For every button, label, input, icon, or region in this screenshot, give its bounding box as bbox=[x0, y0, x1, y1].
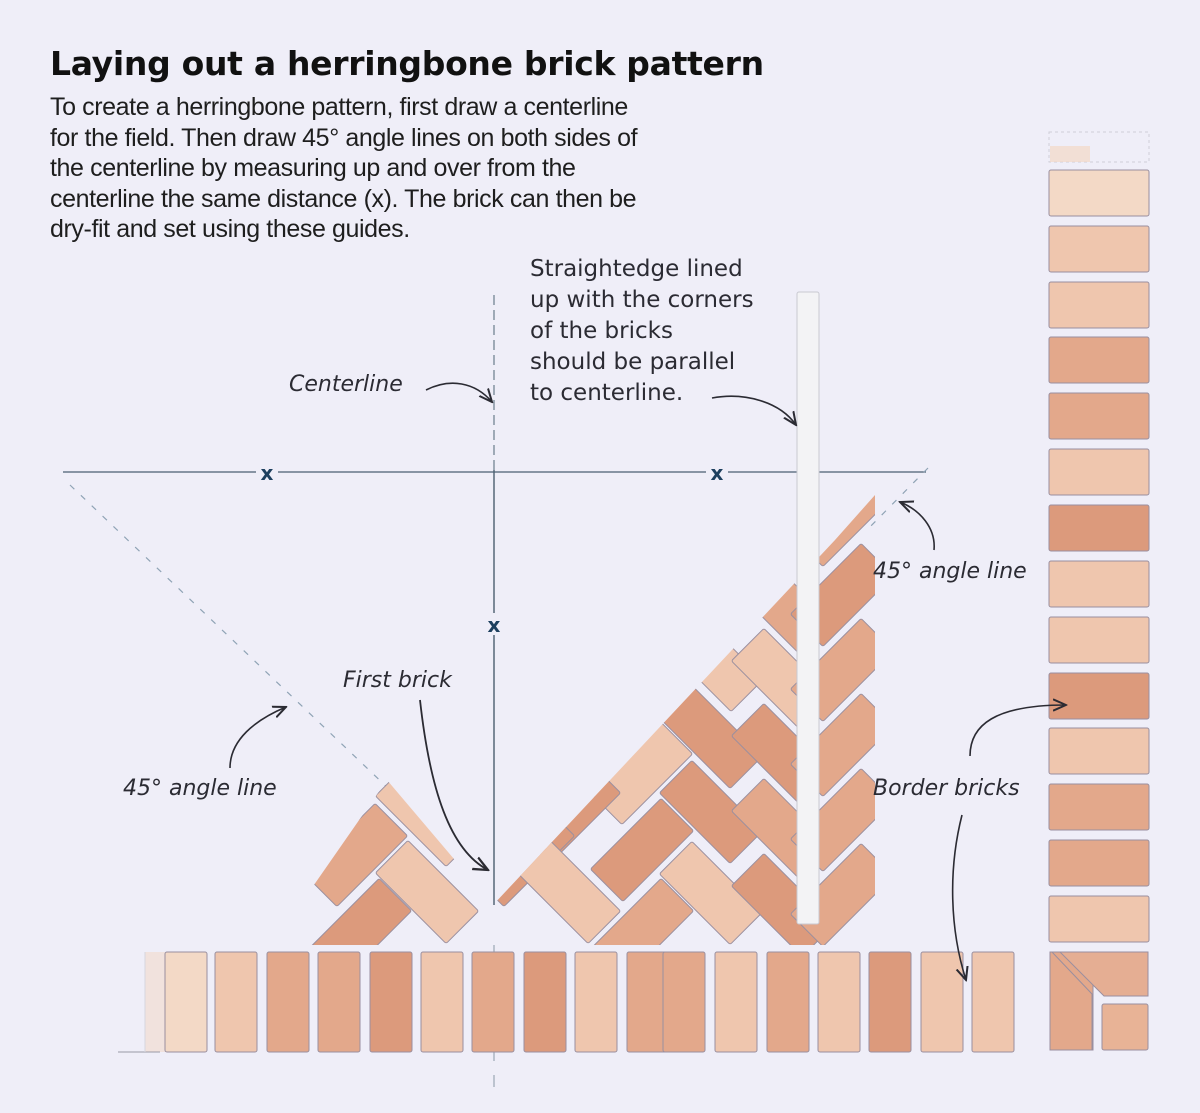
svg-text:x: x bbox=[711, 461, 724, 485]
arrow-border-right bbox=[969, 705, 1066, 757]
note-line: of the bricks bbox=[530, 318, 673, 344]
border-brick bbox=[1048, 225, 1150, 273]
border-brick bbox=[1048, 727, 1150, 775]
intro-paragraph: To create a herringbone pattern, first d… bbox=[50, 92, 750, 245]
border-brick bbox=[1048, 560, 1150, 608]
label-border-bricks: Border bricks bbox=[873, 776, 1020, 801]
arrow-angle-right bbox=[900, 502, 935, 551]
border-brick bbox=[714, 951, 758, 1053]
border-brick-fragment bbox=[1050, 146, 1090, 162]
svg-text:x: x bbox=[488, 613, 501, 637]
border-brick bbox=[1048, 169, 1150, 217]
label-angle-line-right: 45° angle line bbox=[873, 559, 1027, 584]
arrow-straightedge bbox=[711, 395, 796, 425]
intro-line: To create a herringbone pattern, first d… bbox=[50, 93, 628, 121]
arrow-first-brick bbox=[419, 699, 488, 870]
border-brick bbox=[1048, 448, 1150, 496]
border-brick bbox=[1048, 783, 1150, 831]
corner-brick-mitered bbox=[1049, 951, 1093, 1051]
arrow-angle-left bbox=[229, 707, 286, 769]
border-brick bbox=[1048, 281, 1150, 329]
field-brick bbox=[590, 878, 694, 945]
field-brick bbox=[375, 840, 479, 944]
x-marker-icon: x bbox=[483, 613, 505, 637]
border-brick bbox=[971, 951, 1015, 1053]
border-brick-partial bbox=[145, 952, 167, 1052]
field-brick bbox=[308, 878, 412, 945]
straightedge bbox=[796, 291, 820, 925]
corner-brick-small bbox=[1101, 1003, 1149, 1051]
angle-line-left bbox=[69, 484, 391, 791]
field-brick bbox=[659, 841, 763, 945]
corner-brick-mitered bbox=[1058, 951, 1149, 997]
border-brick bbox=[766, 951, 810, 1053]
svg-text:x: x bbox=[261, 461, 274, 485]
label-straightedge-note: Straightedge lined up with the corners o… bbox=[530, 254, 754, 409]
border-brick bbox=[662, 951, 706, 1053]
border-brick bbox=[1048, 392, 1150, 440]
border-brick bbox=[1048, 504, 1150, 552]
border-brick bbox=[317, 951, 361, 1053]
border-brick-partial bbox=[1048, 131, 1150, 163]
bottom-border-bricks bbox=[145, 951, 1015, 1053]
border-brick bbox=[369, 951, 413, 1053]
label-first-brick: First brick bbox=[343, 668, 452, 693]
arrow-centerline bbox=[425, 382, 492, 402]
label-centerline: Centerline bbox=[289, 372, 403, 397]
field-brick bbox=[660, 535, 764, 639]
border-brick bbox=[1048, 839, 1150, 887]
field-brick bbox=[588, 648, 692, 752]
border-brick bbox=[420, 951, 464, 1053]
border-brick bbox=[1048, 672, 1150, 720]
note-line: to centerline. bbox=[530, 380, 684, 406]
field-brick bbox=[659, 760, 763, 864]
border-brick bbox=[1048, 895, 1150, 943]
right-border-bricks bbox=[1048, 131, 1150, 943]
note-line: up with the corners bbox=[530, 287, 754, 313]
border-brick bbox=[1048, 336, 1150, 384]
border-brick bbox=[574, 951, 618, 1053]
x-marker-icon: x bbox=[256, 461, 278, 485]
intro-line: the centerline by measuring up and over … bbox=[50, 154, 576, 182]
label-angle-line-left: 45° angle line bbox=[123, 776, 277, 801]
border-brick bbox=[266, 951, 310, 1053]
intro-line: centerline the same distance (x). The br… bbox=[50, 184, 637, 213]
border-brick bbox=[817, 951, 861, 1053]
border-brick bbox=[214, 951, 258, 1053]
border-brick bbox=[868, 951, 912, 1053]
note-line: Straightedge lined bbox=[530, 256, 743, 282]
intro-line: dry-fit and set using these guides. bbox=[50, 215, 410, 243]
intro-line: for the field. Then draw 45° angle lines… bbox=[50, 123, 638, 152]
page-title: Laying out a herringbone brick pattern bbox=[50, 44, 764, 83]
x-marker-icon: x bbox=[706, 461, 728, 485]
border-brick bbox=[164, 951, 208, 1053]
field-brick bbox=[516, 681, 620, 785]
border-brick bbox=[920, 951, 964, 1053]
note-line: should be parallel bbox=[530, 349, 736, 375]
field-brick bbox=[590, 798, 694, 902]
border-brick bbox=[523, 951, 567, 1053]
border-brick bbox=[471, 951, 515, 1053]
field-brick bbox=[517, 760, 621, 864]
arrow-border-bottom bbox=[951, 814, 966, 980]
border-brick bbox=[1048, 616, 1150, 664]
